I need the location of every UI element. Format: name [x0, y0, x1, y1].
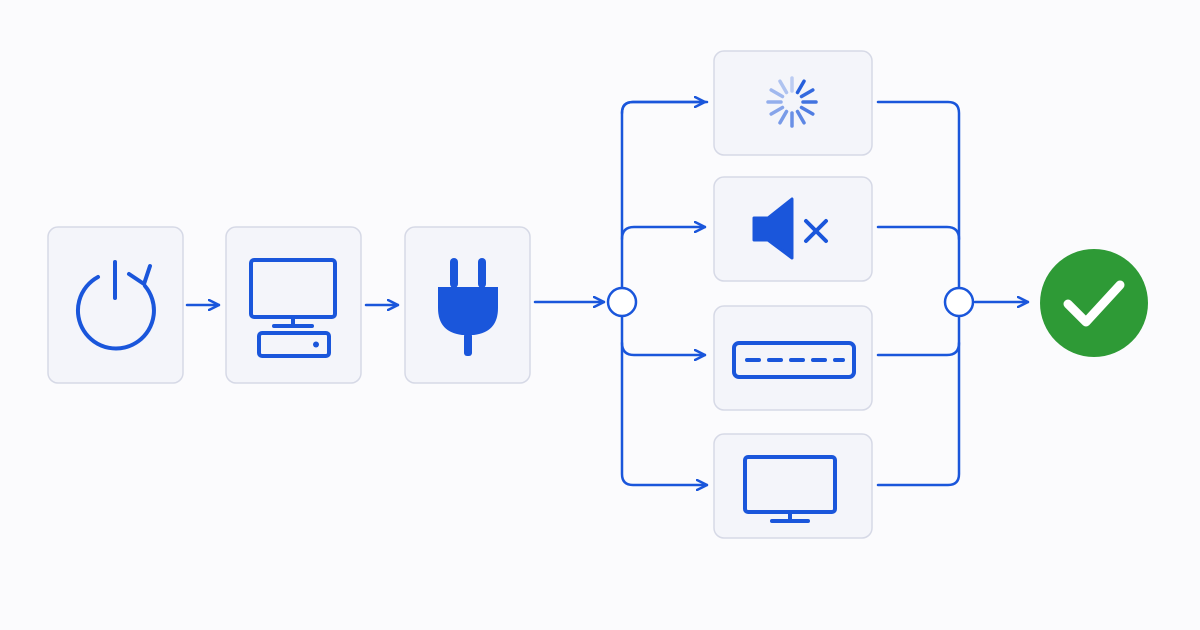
arrow-split-to-speaker	[620, 227, 707, 241]
power-icon	[75, 260, 156, 351]
power-plug-icon	[438, 258, 498, 356]
line-bar-to-merge	[876, 341, 961, 357]
desktop-computer-icon	[249, 258, 337, 358]
arrow-split-to-bar	[620, 341, 707, 355]
checkmark-icon	[1063, 280, 1125, 327]
branch-loading	[713, 50, 873, 156]
split-junction-node	[606, 286, 638, 318]
spinner-spoke	[778, 79, 789, 95]
branch-mute	[713, 176, 873, 282]
spinner-spoke	[769, 105, 785, 116]
success-badge	[1040, 249, 1148, 357]
line-speaker-to-merge	[876, 225, 961, 241]
merge-junction-node	[943, 286, 975, 318]
spinner-spoke	[769, 88, 785, 99]
arrow-split-to-spinner	[620, 102, 707, 115]
spinner-spoke	[799, 88, 815, 99]
dashed-bar-icon	[732, 341, 856, 379]
spinner-spoke	[778, 109, 789, 125]
branch-bar	[713, 305, 873, 411]
result-success	[1040, 249, 1148, 357]
monitor-icon	[743, 455, 837, 523]
step-power	[47, 226, 184, 384]
spinner-spoke	[799, 105, 815, 116]
spinner-spoke	[795, 79, 806, 95]
spinner-spoke	[795, 109, 806, 125]
speaker-muted-icon	[752, 197, 828, 260]
step-plug	[404, 226, 531, 384]
step-computer	[225, 226, 362, 384]
split-bus-line	[620, 100, 709, 485]
loading-spinner-icon	[766, 76, 818, 128]
branch-monitor	[713, 433, 873, 539]
